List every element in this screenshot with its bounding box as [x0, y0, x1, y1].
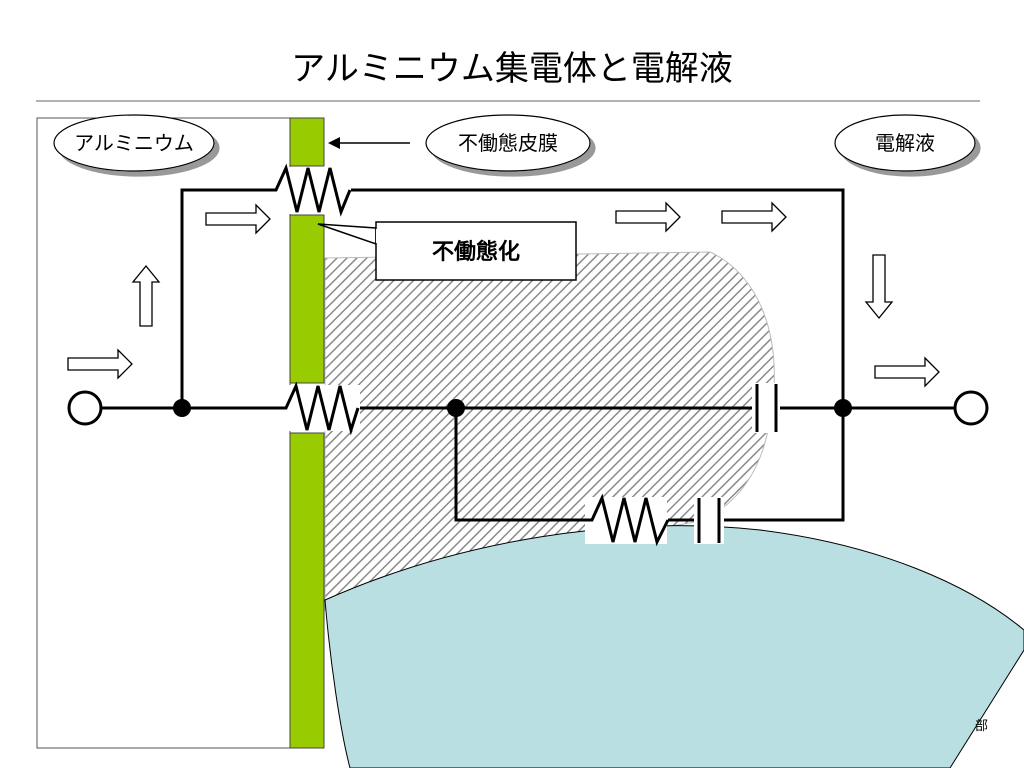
arrow-right-1	[67, 348, 133, 380]
current-arrows	[67, 201, 940, 388]
bubble-electrolyte-label: 電解液	[875, 131, 935, 155]
passive-film-pointer-arrow	[328, 137, 410, 149]
bubble-passive-film	[425, 114, 591, 172]
electrolyte-blob	[324, 525, 1024, 768]
arrow-right-4	[721, 201, 787, 233]
bubble-passive-film-label: 不働態皮膜	[458, 131, 558, 155]
capacitor-main	[755, 384, 778, 432]
passive-film-segment-middle	[289, 214, 325, 384]
bubble-aluminum	[53, 114, 215, 172]
resistor-bottom	[585, 493, 670, 547]
passive-film-segment-bottom	[289, 432, 325, 749]
slide-title: アルミニウム集電体と電解液	[291, 49, 733, 89]
callout-passivation	[317, 221, 577, 281]
arrow-up-1	[131, 264, 161, 327]
bubble-electrolyte	[834, 114, 976, 172]
arrow-right-3	[615, 201, 681, 233]
junction-right	[834, 399, 852, 417]
junction-left	[173, 399, 191, 417]
junction-middle	[447, 399, 465, 417]
footer-text: 部	[975, 719, 988, 734]
circuit-wires	[102, 188, 955, 522]
arrow-right-5	[874, 356, 940, 388]
callout-passivation-label: 不働態化	[432, 239, 520, 265]
capacitor-bottom	[697, 498, 721, 543]
passive-film-segment-top	[289, 117, 325, 167]
resistor-film	[278, 381, 360, 436]
resistor-top	[265, 163, 352, 217]
bubble-aluminum-label: アルミニウム	[74, 131, 194, 155]
arrow-right-2	[205, 203, 271, 235]
terminal-right	[953, 390, 989, 426]
terminal-left	[67, 390, 103, 426]
arrow-down-1	[864, 254, 894, 320]
